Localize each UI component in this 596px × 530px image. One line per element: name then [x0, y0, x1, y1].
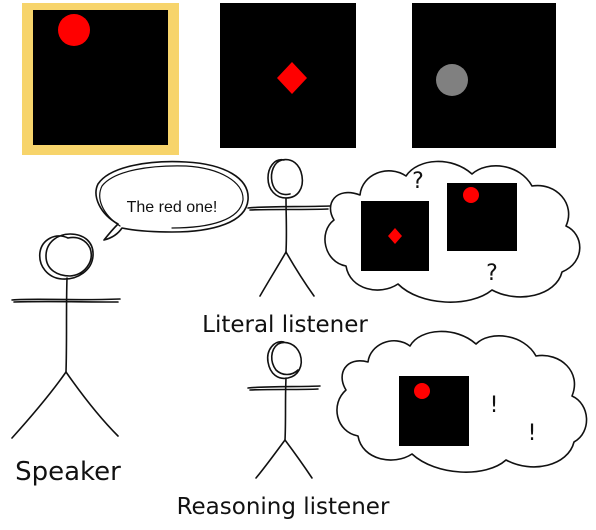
- thought-red-diamond: [388, 228, 402, 244]
- speaker-figure: [11, 233, 121, 439]
- speech-bubble-outline-retrace: [99, 165, 244, 229]
- reasoning-listener-label: Reasoning listener: [177, 494, 390, 520]
- speech-bubble-outline: [95, 160, 249, 241]
- speaker-arms: [11, 298, 121, 303]
- question-mark: ?: [486, 261, 498, 286]
- literal-listener-head: [267, 158, 304, 199]
- thought-red-circle: [463, 187, 479, 203]
- speaker-label: Speaker: [15, 457, 121, 487]
- distractor-panel-diamond: [220, 3, 356, 148]
- speech-bubble-text: The red one!: [127, 199, 218, 216]
- exclamation-mark: !: [490, 393, 499, 418]
- speaker-body: [65, 277, 68, 373]
- thought-red-circle: [414, 383, 430, 399]
- literal-listener-legs: [259, 251, 315, 297]
- red-circle-object: [58, 14, 90, 46]
- reasoning-listener-figure: [247, 340, 321, 479]
- literal-listener-arms: [247, 205, 331, 211]
- reasoning-listener-arms: [247, 385, 321, 391]
- exclamation-mark: !: [528, 421, 537, 446]
- reasoning-listener-legs: [255, 439, 313, 479]
- gray-circle-object: [436, 64, 468, 96]
- speech-bubble: The red one!: [95, 160, 249, 241]
- literal-listener-label: Literal listener: [202, 312, 368, 338]
- thought-panel-circle: [447, 183, 517, 251]
- red-diamond-object: [277, 62, 307, 94]
- reasoning-listener-head: [266, 340, 303, 380]
- panel-background: [33, 10, 168, 145]
- question-mark: ?: [412, 169, 424, 194]
- literal-thought-cloud: ? ?: [324, 160, 581, 303]
- target-panel: [22, 3, 179, 155]
- speaker-legs: [11, 371, 119, 439]
- speaker-head: [38, 233, 94, 280]
- distractor-panel-gray-circle: [412, 3, 556, 148]
- reasoning-thought-cloud: ! !: [336, 330, 588, 473]
- reasoning-listener-body: [284, 377, 287, 441]
- literal-listener-figure: [247, 158, 331, 297]
- thought-panel-circle: [399, 376, 469, 446]
- object-panels: [22, 3, 556, 155]
- panel-background: [412, 3, 556, 148]
